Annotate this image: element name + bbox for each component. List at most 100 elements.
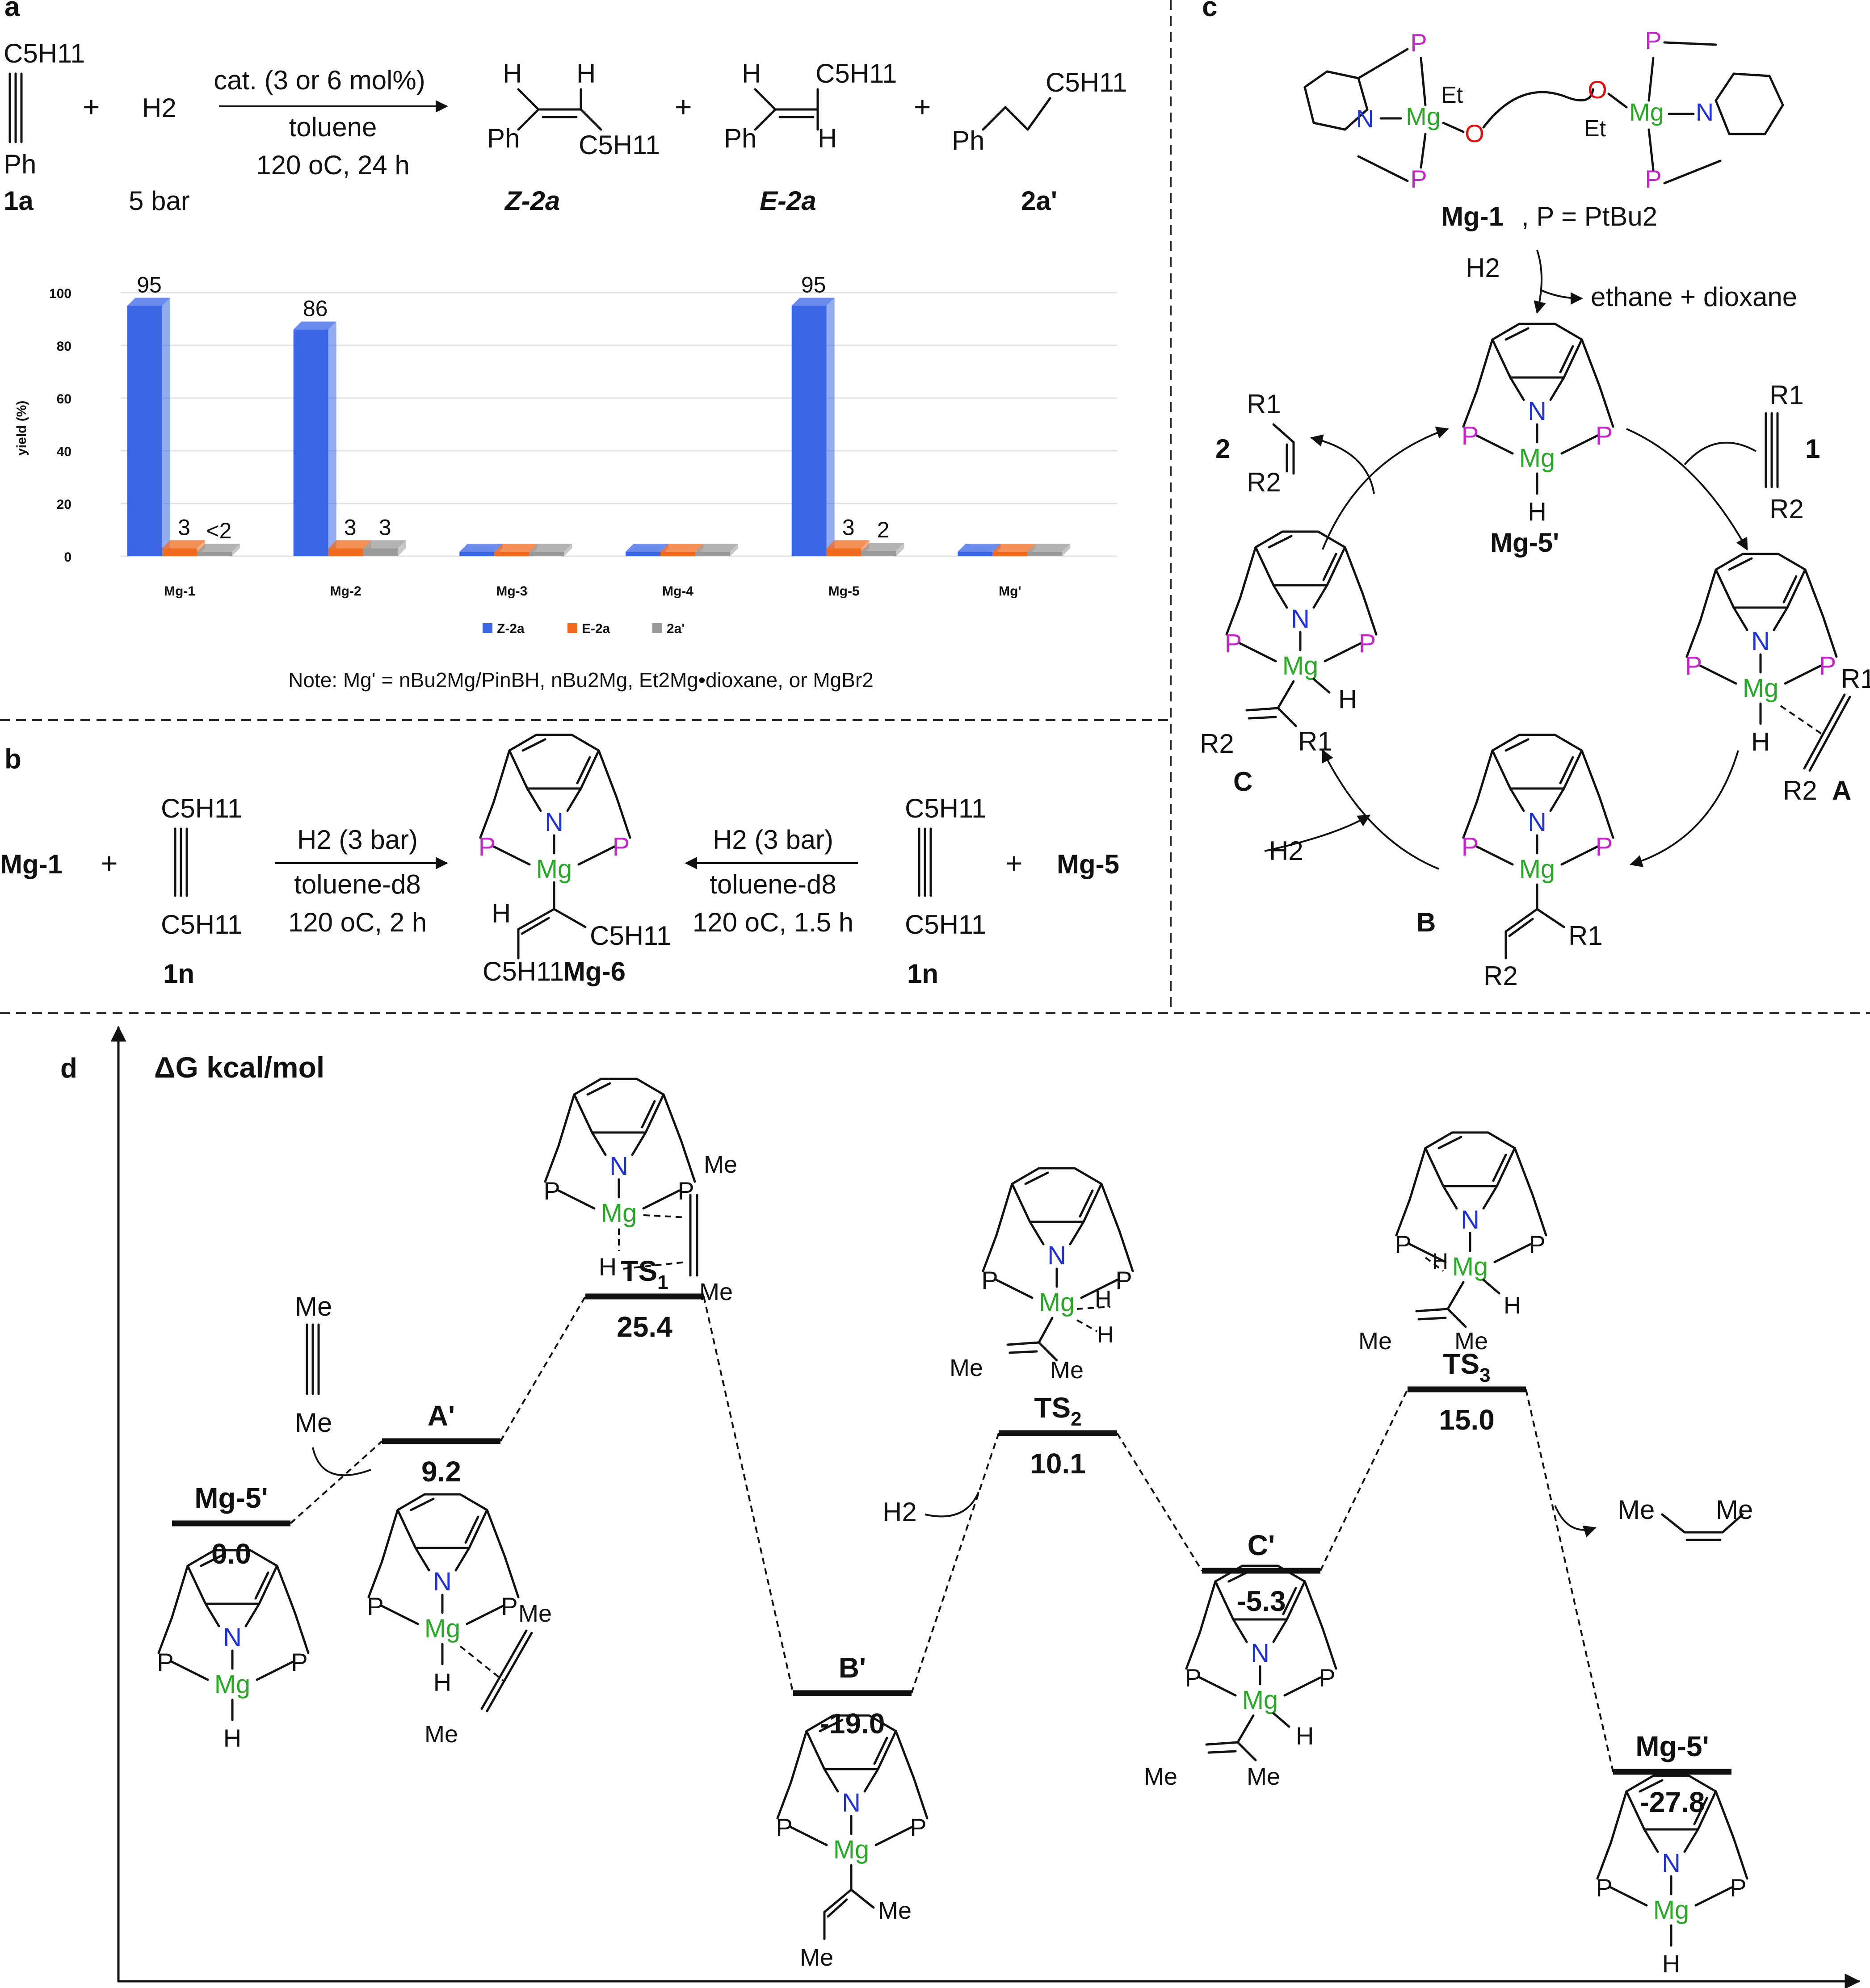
- svg-text:Et: Et: [1584, 116, 1606, 142]
- svg-text:R1: R1: [1568, 921, 1603, 951]
- svg-text:Me: Me: [424, 1721, 458, 1748]
- legend-label: Z-2a: [497, 621, 525, 636]
- bar-top: [494, 544, 538, 552]
- svg-text:P: P: [1359, 629, 1376, 658]
- svg-text:N: N: [1696, 98, 1714, 126]
- svg-text:P: P: [1730, 1874, 1746, 1902]
- svg-text:H2: H2: [1466, 253, 1500, 283]
- plus-sign: +: [83, 90, 100, 123]
- energy-connector: [1525, 1389, 1614, 1772]
- x-tick-label: Mg-1: [164, 584, 195, 599]
- data-label: 3: [842, 515, 855, 540]
- svg-text:H: H: [576, 59, 596, 88]
- h2-pressure: 5 bar: [129, 186, 190, 216]
- data-label: 3: [344, 515, 357, 540]
- product-z-2a: H H Ph C5H11 Z-2a: [487, 59, 660, 216]
- cycle-arrow-1: [1626, 428, 1748, 551]
- svg-text:Me: Me: [1144, 1763, 1177, 1790]
- svg-text:P: P: [1225, 629, 1242, 658]
- h2-reagent: H2: [142, 93, 176, 123]
- svg-text:H: H: [1296, 1722, 1314, 1750]
- panel-label-d: d: [60, 1053, 77, 1084]
- svg-text:Me: Me: [1050, 1357, 1084, 1384]
- svg-text:P: P: [1319, 1664, 1335, 1692]
- svg-text:H: H: [1504, 1292, 1521, 1319]
- structure-ts1: P P H Me Me: [543, 1079, 737, 1305]
- bar-side: [1062, 544, 1071, 556]
- chart-bars: [127, 298, 1071, 556]
- bar-top: [293, 321, 336, 330]
- y-tick-label: 0: [64, 550, 71, 565]
- svg-text:P: P: [613, 832, 630, 861]
- bar-top: [1027, 544, 1071, 552]
- bar-top: [363, 540, 406, 549]
- svg-text:Me: Me: [950, 1355, 983, 1381]
- svg-text:H: H: [1097, 1322, 1114, 1348]
- svg-text:R1: R1: [1841, 664, 1870, 694]
- panel-label-b: b: [4, 744, 21, 775]
- svg-text:Ph: Ph: [487, 123, 520, 153]
- svg-text:C5H11: C5H11: [161, 793, 242, 823]
- condition-catalyst: cat. (3 or 6 mol%): [214, 65, 425, 95]
- svg-text:P: P: [1462, 421, 1479, 450]
- energy-level-name: TS1: [621, 1255, 668, 1293]
- bar-2a'-Mg-1: [197, 552, 232, 556]
- bar-2a'-Mg-4: [695, 552, 730, 556]
- svg-text:+: +: [101, 847, 118, 880]
- legend-label: 2a': [667, 621, 685, 636]
- bar-top: [861, 543, 904, 551]
- chart-y-axis-label: yield (%): [14, 401, 29, 456]
- structure-ts3: P P H H Me Me: [1358, 1132, 1546, 1355]
- svg-text:P: P: [1115, 1266, 1132, 1294]
- svg-text:H: H: [1751, 727, 1770, 756]
- bar-2a'-Mg': [1027, 552, 1063, 556]
- svg-text:C5H11: C5H11: [1046, 67, 1127, 97]
- svg-text:C5H11: C5H11: [161, 910, 242, 939]
- bar-top: [626, 544, 668, 552]
- svg-text:H: H: [1528, 497, 1546, 526]
- substrate-number: 1: [1805, 434, 1820, 464]
- substrate-top-group: C5H11: [4, 38, 85, 68]
- energy-connector: [1116, 1432, 1203, 1572]
- svg-text:P: P: [1685, 651, 1702, 680]
- bar-top: [162, 540, 205, 549]
- svg-text:R2: R2: [1483, 961, 1518, 991]
- bar-side: [896, 543, 904, 556]
- substrate-bottom-group: Ph: [4, 149, 36, 179]
- complex-mg-6: P P H C5H11 C5H11 Mg-6: [479, 735, 671, 986]
- svg-text:Me: Me: [1358, 1328, 1392, 1355]
- svg-text:P: P: [1596, 421, 1613, 450]
- svg-text:C5H11: C5H11: [905, 793, 986, 823]
- bar-Z-2a-Mg': [958, 552, 993, 556]
- cycle-arrow-4: [1322, 427, 1449, 550]
- svg-text:toluene-d8: toluene-d8: [710, 869, 836, 899]
- energy-level-value: 15.0: [1439, 1404, 1495, 1436]
- h2-reagent-d: H2: [882, 1497, 917, 1527]
- svg-text:R1: R1: [1769, 380, 1804, 410]
- bar-top: [197, 544, 240, 552]
- energy-connector: [290, 1440, 383, 1524]
- svg-text:P: P: [1462, 832, 1479, 861]
- panel-label-a: a: [4, 0, 20, 22]
- catalytic-cycle-c: N Mg P P Et O O Mg Et N P P: [1200, 26, 1870, 991]
- bar-top: [328, 540, 371, 549]
- bar-side: [826, 298, 835, 556]
- y-tick-label: 20: [57, 497, 71, 512]
- reaction-scheme-a: C5H11 Ph 1a + H2 5 bar cat. (3 or 6 mol%…: [4, 38, 1127, 216]
- energy-connector: [911, 1433, 1000, 1694]
- svg-text:O: O: [1465, 119, 1484, 147]
- energy-level-value: -19.0: [820, 1707, 885, 1740]
- energy-level-name: Mg-5': [194, 1482, 268, 1514]
- energy-level-name: A': [428, 1400, 455, 1432]
- alkyne-bottom-me: Me: [295, 1408, 332, 1438]
- product-number: 2: [1215, 434, 1230, 464]
- svg-text:P: P: [1410, 29, 1427, 57]
- svg-text:R2: R2: [1247, 467, 1281, 497]
- bar-top: [791, 298, 835, 306]
- energy-level-name: TS2: [1034, 1392, 1081, 1430]
- svg-text:R2: R2: [1783, 776, 1817, 805]
- bar-top: [826, 540, 870, 549]
- product-me-left: Me: [1618, 1495, 1655, 1525]
- svg-text:+: +: [1005, 847, 1023, 880]
